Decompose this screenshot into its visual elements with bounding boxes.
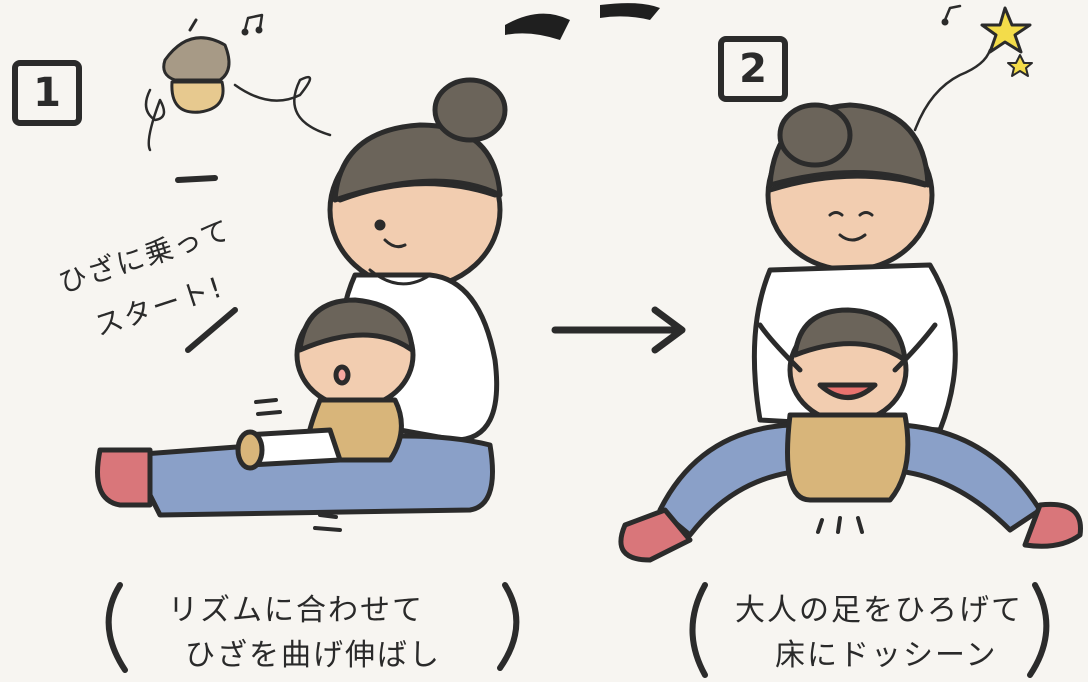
speech-mark: [185, 307, 238, 353]
swirl-icon: [233, 75, 332, 137]
step-1-number: 1: [33, 70, 61, 116]
small-star-icon: [1007, 54, 1033, 77]
music-note-icon: [243, 13, 264, 32]
caption-1-line-2: ひざを曲げ伸ばし: [185, 638, 441, 673]
caption-2-line-1: 大人の足をひろげて: [735, 593, 1023, 628]
caption-bracket-left: [689, 582, 708, 678]
acorn-icon: [162, 18, 231, 114]
caption-bracket-right: [1027, 582, 1050, 678]
treble-clef-icon: [144, 88, 166, 152]
caption-2-line-2: 床にドッシーン: [775, 638, 998, 673]
caption-1-line-1: リズムに合わせて: [168, 593, 424, 628]
baby-1: [235, 297, 416, 471]
step-2-badge: 2: [718, 36, 788, 102]
speech-mark: [175, 175, 218, 183]
caption-bracket-right: [497, 582, 520, 671]
step-2-number: 2: [739, 46, 767, 92]
star-icon: [980, 6, 1032, 54]
step-1-badge: 1: [12, 60, 82, 126]
swirl-icon: [913, 48, 992, 132]
baby-2: [757, 307, 938, 503]
arrow-icon: [551, 306, 686, 354]
music-note-icon: [943, 4, 962, 22]
caption-bracket-left: [105, 582, 128, 673]
